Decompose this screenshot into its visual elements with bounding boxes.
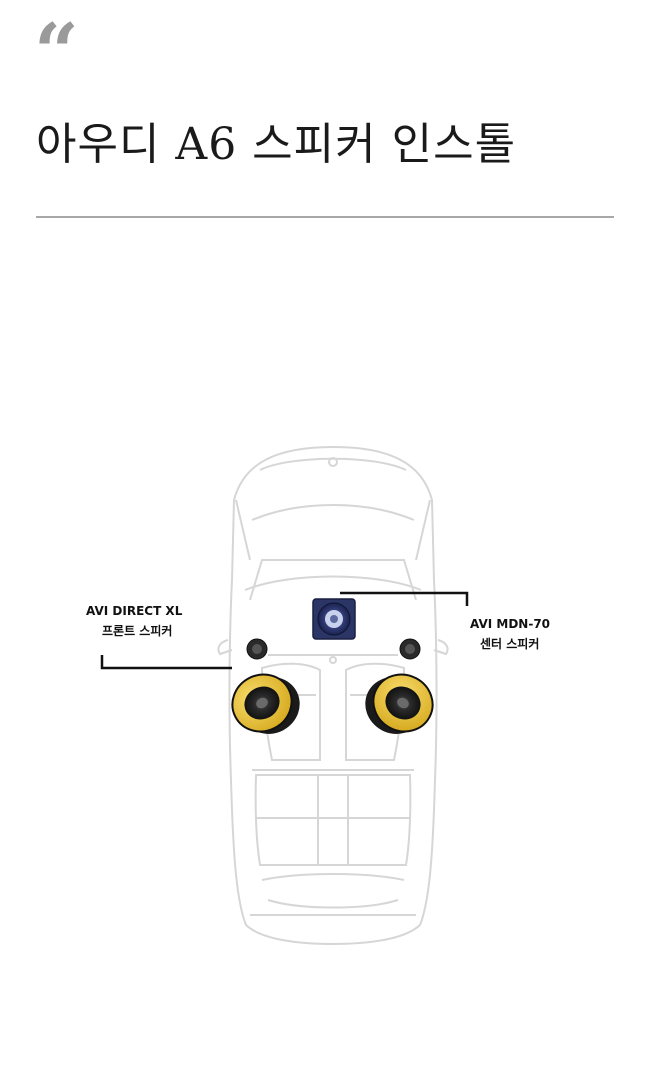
quote-icon: “	[34, 7, 79, 98]
center-speaker-callout: AVI MDN-70 센터 스피커	[470, 614, 550, 654]
center-speaker-description: 센터 스피커	[480, 637, 540, 651]
center-speaker-model: AVI MDN-70	[470, 617, 551, 631]
tweeter-icon	[246, 638, 268, 660]
car-top-view-icon	[217, 445, 449, 946]
front-speaker-description: 프론트 스피커	[102, 624, 173, 638]
woofer-icon	[365, 673, 434, 734]
woofer-icon	[231, 673, 300, 734]
center-speaker-icon	[312, 598, 356, 640]
page-title: 아우디 A6 스피커 인스톨	[36, 119, 517, 170]
title-divider	[36, 216, 614, 218]
front-speaker-leader-line	[100, 655, 232, 670]
front-speaker-model: AVI DIRECT XL	[86, 604, 183, 618]
center-speaker-leader-line	[340, 591, 469, 606]
tweeter-icon	[399, 638, 421, 660]
front-speaker-callout: AVI DIRECT XL 프론트 스피커	[86, 601, 182, 641]
